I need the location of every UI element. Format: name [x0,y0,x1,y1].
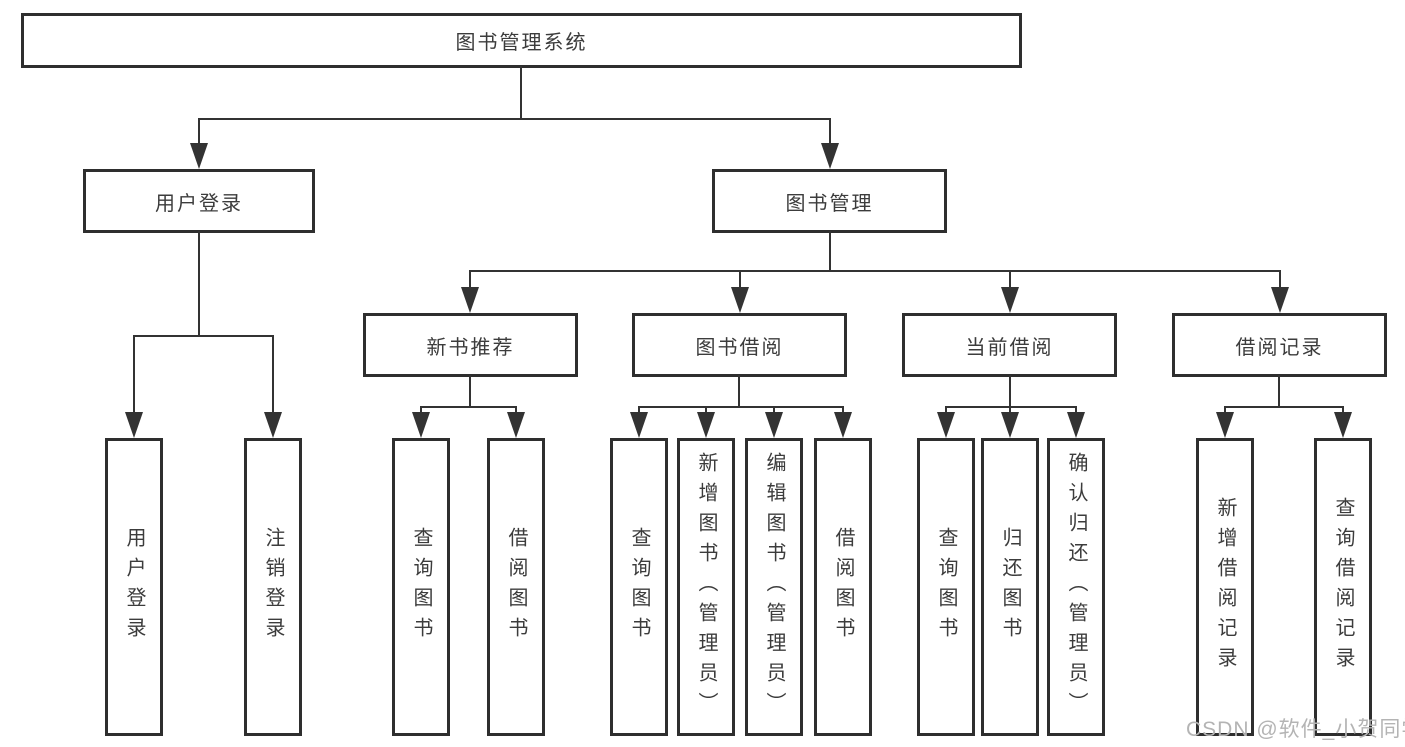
leaf-label: 借阅图书 [505,527,527,647]
arrow-down-icon [461,287,479,313]
connector-group-bus [638,406,844,408]
leaf-label: 查询图书 [628,527,650,647]
connector-book-management-stem [829,231,831,272]
leaf-label: 借阅图书 [832,527,854,647]
connector-drop-leaf [773,408,775,414]
leaf-label: 查询借阅记录 [1332,497,1354,677]
connector-group-stem [469,375,471,408]
arrow-down-icon [834,412,852,438]
leaf-edit-book-admin: 编辑图书（管理员） [745,438,803,736]
connector-drop-leaf [1009,408,1011,414]
leaf-label: 归还图书 [999,527,1021,647]
node-current-borrowing-label: 当前借阅 [965,336,1054,359]
arrow-down-icon [765,412,783,438]
leaf-label: 新增图书（管理员） [695,452,717,722]
leaf-query-books-current: 查询图书 [917,438,975,736]
connector-drop-level3 [469,272,471,289]
connector-book-management-bus [469,270,1281,272]
arrow-down-icon [190,143,208,169]
node-borrowing-records-label: 借阅记录 [1235,336,1324,359]
arrow-down-icon [821,143,839,169]
connector-drop-leaf [272,337,274,415]
connector-drop-level3 [1009,272,1011,289]
csdn-watermark: CSDN @软件_小贺同学 [1186,718,1405,741]
connector-group-bus [945,406,1077,408]
connector-root-bus [198,118,831,120]
arrow-down-icon [1001,287,1019,313]
node-root: 图书管理系统 [21,13,1022,68]
connector-drop-user-login [198,120,200,146]
node-borrowing-records: 借阅记录 [1172,313,1387,377]
node-new-book-recommendation-label: 新书推荐 [426,336,515,359]
leaf-label: 注销登录 [262,527,284,647]
connector-drop-leaf [1075,408,1077,414]
connector-drop-level3 [1279,272,1281,289]
connector-drop-level3 [739,272,741,289]
leaf-label: 新增借阅记录 [1214,497,1236,677]
node-book-management: 图书管理 [712,169,947,233]
leaf-add-borrow-record: 新增借阅记录 [1196,438,1254,736]
leaf-borrow-books-recommend: 借阅图书 [487,438,545,736]
arrow-down-icon [697,412,715,438]
connector-user-login-stem [198,231,200,337]
connector-user-login-bus [133,335,274,337]
node-current-borrowing: 当前借阅 [902,313,1117,377]
connector-drop-leaf [945,408,947,414]
leaf-label: 查询图书 [935,527,957,647]
connector-drop-leaf [515,408,517,414]
arrow-down-icon [630,412,648,438]
node-book-borrowing-label: 图书借阅 [695,336,784,359]
arrow-down-icon [1334,412,1352,438]
connector-root-stem [520,66,522,120]
connector-drop-leaf [1224,408,1226,414]
leaf-label: 用户登录 [123,527,145,647]
leaf-return-book: 归还图书 [981,438,1039,736]
node-user-login: 用户登录 [83,169,315,233]
connector-drop-leaf [705,408,707,414]
connector-group-stem [1278,375,1280,408]
connector-group-stem [1009,375,1011,408]
arrow-down-icon [937,412,955,438]
leaf-label: 查询图书 [410,527,432,647]
arrow-down-icon [1067,412,1085,438]
leaf-label: 编辑图书（管理员） [763,452,785,722]
connector-drop-leaf [420,408,422,414]
leaf-logout: 注销登录 [244,438,302,736]
arrow-down-icon [125,412,143,438]
node-book-management-label: 图书管理 [785,192,874,215]
connector-drop-leaf [638,408,640,414]
node-user-login-label: 用户登录 [155,192,243,215]
connector-group-bus [420,406,517,408]
leaf-user-login: 用户登录 [105,438,163,736]
leaf-query-books-recommend: 查询图书 [392,438,450,736]
arrow-down-icon [1216,412,1234,438]
connector-drop-leaf [133,337,135,415]
leaf-label: 确认归还（管理员） [1065,452,1087,722]
arrow-down-icon [412,412,430,438]
connector-drop-book-management [829,120,831,146]
node-book-borrowing: 图书借阅 [632,313,847,377]
arrow-down-icon [507,412,525,438]
leaf-query-books-borrowing: 查询图书 [610,438,668,736]
arrow-down-icon [264,412,282,438]
node-new-book-recommendation: 新书推荐 [363,313,578,377]
leaf-borrow-books-borrowing: 借阅图书 [814,438,872,736]
connector-drop-leaf [1342,408,1344,414]
node-root-label: 图书管理系统 [455,32,588,54]
arrow-down-icon [731,287,749,313]
arrow-down-icon [1001,412,1019,438]
connector-group-stem [738,375,740,408]
arrow-down-icon [1271,287,1289,313]
connector-group-bus [1224,406,1344,408]
leaf-add-book-admin: 新增图书（管理员） [677,438,735,736]
connector-drop-leaf [842,408,844,414]
leaf-confirm-return-admin: 确认归还（管理员） [1047,438,1105,736]
leaf-query-borrow-record: 查询借阅记录 [1314,438,1372,736]
